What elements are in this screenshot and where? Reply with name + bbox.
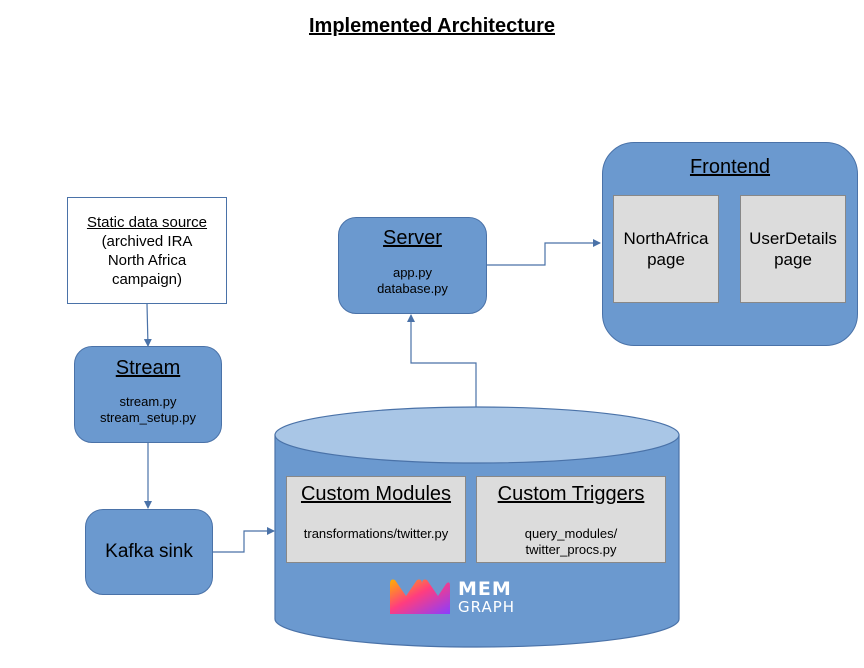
page-label: page xyxy=(647,250,685,269)
static-source-line: campaign) xyxy=(111,270,183,288)
static-source-heading: Static data source xyxy=(86,213,208,231)
page-label: page xyxy=(774,250,812,269)
kafka-label: Kafka sink xyxy=(105,541,193,562)
custom-modules-file: transformations/twitter.py xyxy=(303,526,449,541)
userdetails-page-box: UserDetails page xyxy=(740,195,846,303)
custom-triggers-file: twitter_procs.py xyxy=(525,542,617,557)
server-file: app.py xyxy=(392,265,433,280)
server-box: Server app.py database.py xyxy=(338,217,487,314)
static-source-line: (archived IRA xyxy=(101,232,193,250)
stream-file: stream.py xyxy=(119,394,177,409)
page-label: NorthAfrica xyxy=(623,229,709,248)
static-data-source-box: Static data source (archived IRA North A… xyxy=(67,197,227,304)
static-source-line: North Africa xyxy=(107,251,187,269)
server-heading: Server xyxy=(383,227,442,249)
arrow-memgraph-to-server xyxy=(407,314,477,409)
frontend-heading: Frontend xyxy=(689,156,771,178)
arrow-source-to-stream xyxy=(143,303,152,347)
page-label: UserDetails xyxy=(749,229,837,248)
stream-file: stream_setup.py xyxy=(99,410,197,425)
northafrica-page-box: NorthAfrica page xyxy=(613,195,719,303)
diagram-title: Implemented Architecture xyxy=(309,15,555,37)
stream-heading: Stream xyxy=(115,357,181,379)
memgraph-logo-text: MEM GRAPH xyxy=(458,578,538,617)
custom-triggers-heading: Custom Triggers xyxy=(497,483,645,505)
stream-box: Stream stream.py stream_setup.py xyxy=(74,346,222,443)
logo-mem: MEM xyxy=(458,578,512,600)
logo-graph: GRAPH xyxy=(458,598,516,616)
arrow-kafka-to-memgraph xyxy=(213,527,275,553)
kafka-sink-box: Kafka sink xyxy=(85,509,213,595)
server-file: database.py xyxy=(377,281,448,296)
custom-modules-box: Custom Modules transformations/twitter.p… xyxy=(286,476,466,563)
memgraph-logo-icon xyxy=(390,579,450,614)
custom-triggers-file: query_modules/ xyxy=(524,526,618,541)
custom-triggers-box: Custom Triggers query_modules/ twitter_p… xyxy=(476,476,666,563)
arrow-server-to-frontend xyxy=(487,239,601,266)
custom-modules-heading: Custom Modules xyxy=(300,483,452,505)
